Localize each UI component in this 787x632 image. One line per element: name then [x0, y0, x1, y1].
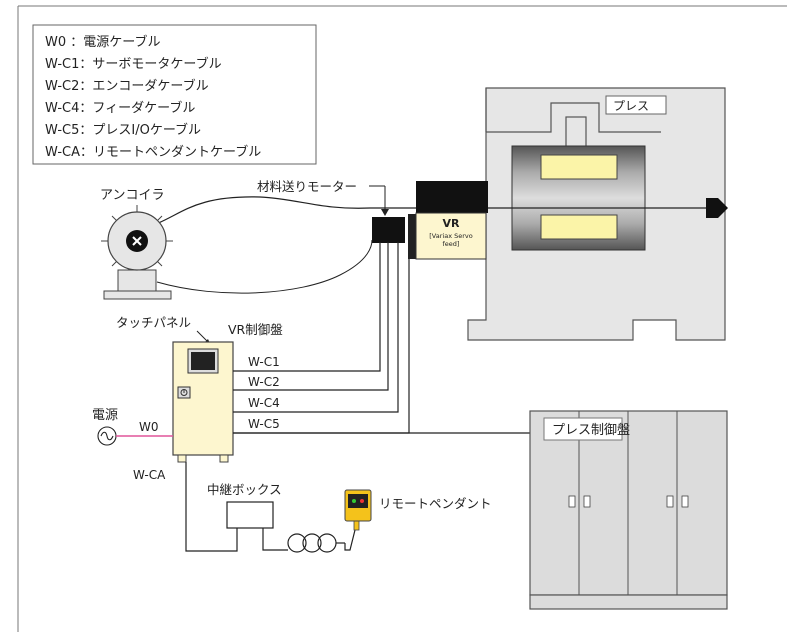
vr-control-label: VR制御盤 [228, 322, 283, 337]
label-w0: W0 [139, 420, 159, 434]
label-wc2: W-C2 [248, 375, 280, 389]
vr-control-panel: VR制御盤 タッチパネル [116, 315, 283, 463]
pendant-green-lamp [352, 499, 356, 503]
cable-wc1 [233, 242, 381, 372]
press-control-label: プレス制御盤 [552, 423, 630, 438]
label-wc4: W-C4 [248, 396, 280, 410]
uncoiler-feed-curve [156, 239, 373, 294]
legend-line-wca: W-CA：リモートペンダントケーブル [45, 144, 261, 160]
legend-line-wc1: W-C1：サーボモータケーブル [45, 56, 222, 72]
remote-pendant: リモートペンダント [344, 489, 492, 531]
legend-line-wc2: W-C2：エンコーダケーブル [45, 78, 209, 94]
cable-relay-out [262, 528, 288, 551]
legend-line-wc4: W-C4：フィーダケーブル [45, 100, 195, 116]
legend-line-wc5: W-C5：プレスI/Oケーブル [45, 122, 201, 138]
power-source: 電源 W0 [92, 408, 173, 446]
press-machine: プレス [467, 87, 726, 341]
material-strip-line [139, 196, 706, 230]
vr-feeder: VR [Variax Servo feed] [408, 181, 488, 260]
press-label: プレス [613, 99, 649, 113]
vr-title: VR [443, 217, 461, 230]
touch-panel-label: タッチパネル [116, 315, 191, 330]
relay-box: 中継ボックス [207, 482, 282, 529]
label-wc5: W-C5 [248, 417, 280, 431]
coiled-cable [287, 533, 345, 553]
label-wca: W-CA [133, 468, 166, 482]
vr-subtitle-1: [Variax Servo [429, 232, 472, 240]
cable-wca-to-relay [185, 462, 238, 552]
feed-motor-label: 材料送りモーター [257, 179, 357, 194]
relay-box-label: 中継ボックス [207, 482, 282, 497]
uncoiler: アンコイラ [100, 188, 173, 300]
power-label: 電源 [92, 408, 118, 423]
remote-pendant-label: リモートペンダント [379, 496, 492, 511]
press-control-cabinet: プレス制御盤 [529, 410, 728, 610]
feed-motor-pointer-icon [381, 209, 389, 216]
pendant-red-lamp [360, 499, 364, 503]
legend-line-w0: W0 ：電源ケーブル [45, 34, 160, 50]
cable-wc4 [233, 242, 399, 413]
uncoiler-label: アンコイラ [100, 188, 164, 203]
output-arrow-icon [706, 198, 728, 218]
cable-legend: W0 ：電源ケーブル W-C1：サーボモータケーブル W-C2：エンコーダケーブ… [32, 24, 317, 165]
feed-motor [372, 217, 405, 243]
label-wc1: W-C1 [248, 355, 280, 369]
cable-to-pendant [344, 529, 356, 551]
cable-wc2 [233, 242, 389, 391]
vr-subtitle-2: feed] [443, 240, 460, 248]
